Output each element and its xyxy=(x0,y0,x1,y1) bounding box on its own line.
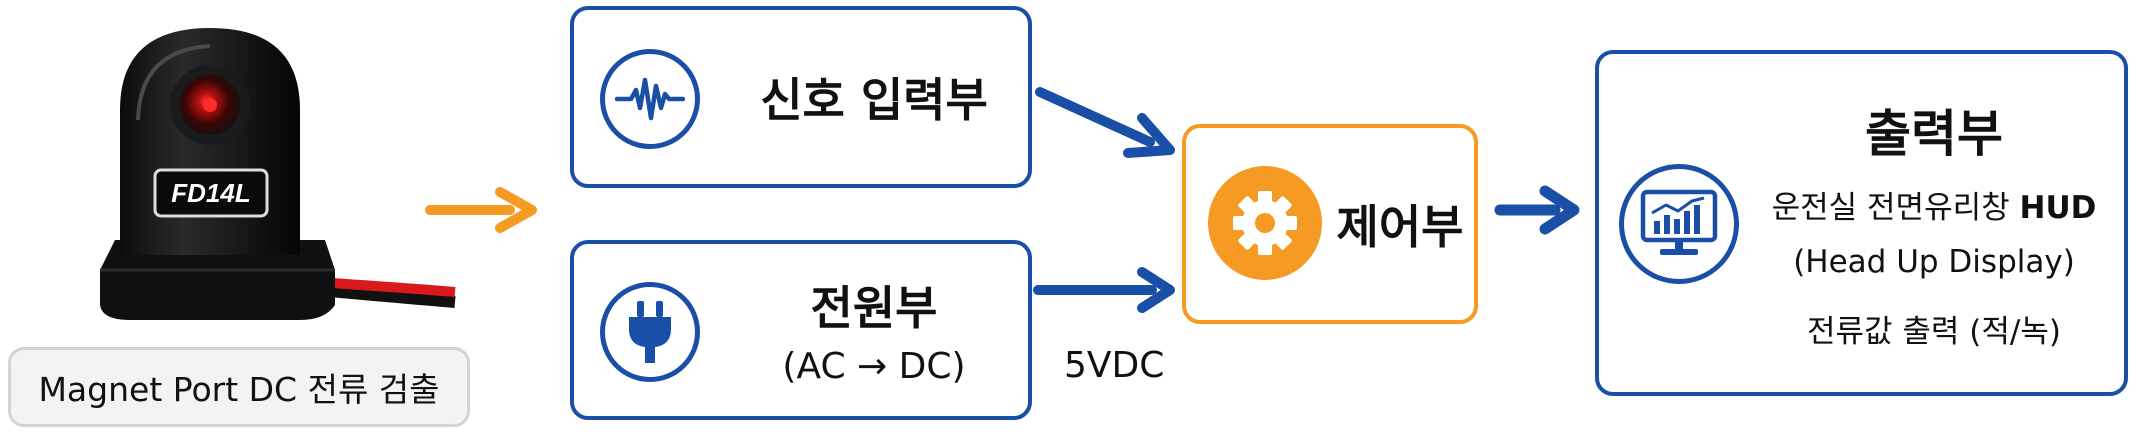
power-block: 전원부 (AC → DC) xyxy=(570,240,1032,420)
arrow-controller-to-output xyxy=(1494,185,1580,235)
output-current-line: 전류값 출력 (적/녹) xyxy=(1807,314,2061,350)
controller-title: 제어부 xyxy=(1336,200,1464,254)
output-hud-line: 운전실 전면유리창 HUD xyxy=(1749,182,2119,227)
controller-block: 제어부 xyxy=(1182,124,1478,324)
output-title: 출력부 xyxy=(1865,105,2003,163)
signal-input-block: 신호 입력부 xyxy=(570,6,1032,188)
output-block: 출력부 운전실 전면유리창 HUD (Head Up Display) 전류값 … xyxy=(1595,50,2128,396)
arrow-power-to-controller xyxy=(1033,267,1175,313)
output-hud-bold: HUD xyxy=(2019,190,2097,226)
gear-icon xyxy=(1208,166,1322,280)
device-caption: Magnet Port DC 전류 검출 xyxy=(8,347,470,427)
signal-input-title: 신호 입력부 xyxy=(760,73,988,127)
waveform-icon xyxy=(600,49,700,149)
output-hud-prefix: 운전실 전면유리창 xyxy=(1771,190,2020,226)
power-title: 전원부 xyxy=(810,281,938,335)
power-subtitle: (AC → DC) xyxy=(782,346,966,387)
fd14l-sensor-image: FD14L xyxy=(100,28,456,320)
device-caption-text: Magnet Port DC 전류 검출 xyxy=(38,370,440,409)
arrow-device-to-inputs xyxy=(425,187,537,233)
plug-icon xyxy=(600,282,700,382)
device-model-label: FD14L xyxy=(171,178,250,208)
connection-voltage-label: 5VDC xyxy=(1064,345,1165,386)
monitor-chart-icon xyxy=(1619,164,1739,284)
arrow-signal-to-controller xyxy=(1035,87,1175,158)
output-hud-expansion: (Head Up Display) xyxy=(1793,244,2075,280)
